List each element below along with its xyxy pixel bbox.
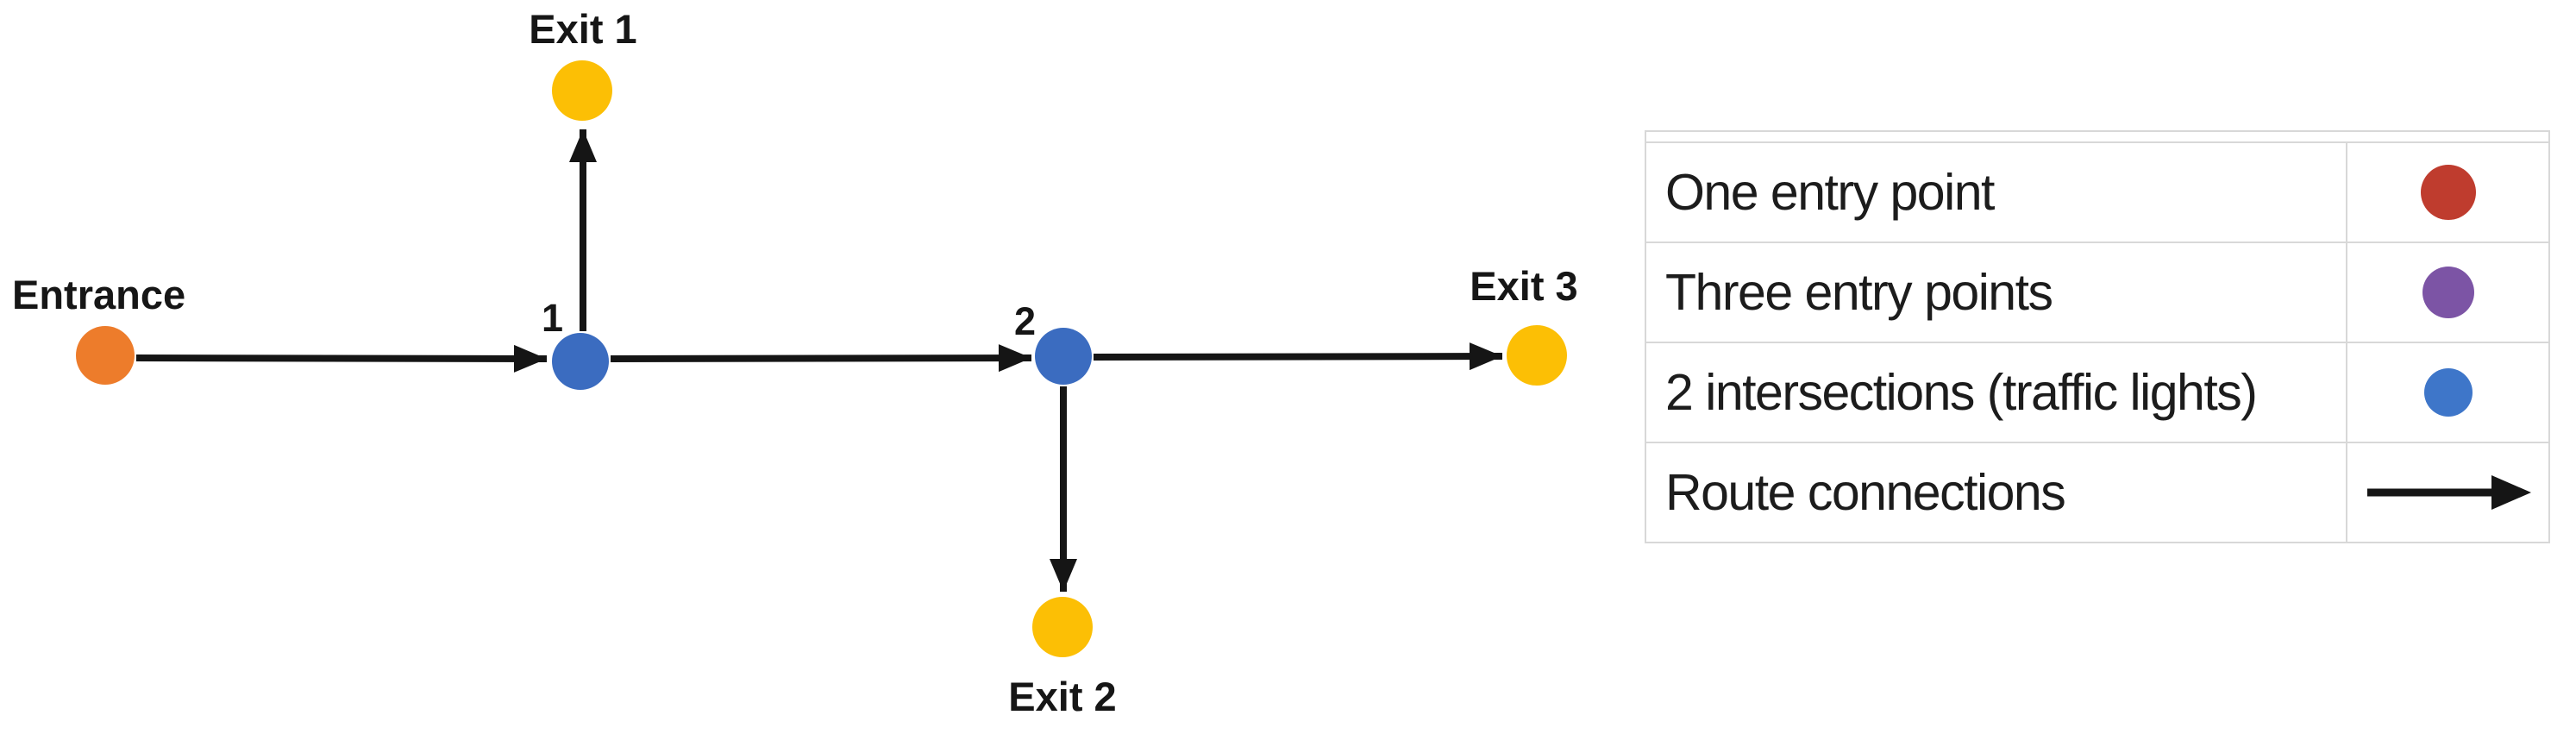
- exit-2-label: Exit 2: [1008, 674, 1117, 719]
- intersections-dot-icon: [2423, 368, 2473, 417]
- legend-table: One entry point Three entry points 2 int…: [1645, 130, 2550, 543]
- route-connection-arrow-icon: [2366, 475, 2531, 510]
- legend-row-intersections: 2 intersections (traffic lights): [1646, 343, 2548, 443]
- edge-intersection-2-to-exit-3: [1093, 342, 1503, 371]
- exit-3-node: [1507, 325, 1567, 386]
- legend-row-three-entry-points: Three entry points: [1646, 243, 2548, 343]
- exit-1-node: [552, 60, 612, 121]
- legend-partial-top-row: [1646, 132, 2548, 143]
- legend-label: One entry point: [1646, 143, 2347, 242]
- edge-entrance-to-intersection-1: [135, 344, 548, 373]
- legend-label: 2 intersections (traffic lights): [1646, 343, 2347, 442]
- edge-intersection-1-to-intersection-2: [610, 344, 1032, 373]
- legend-row-one-entry-point: One entry point: [1646, 143, 2548, 243]
- one-entry-point-dot-icon: [2420, 165, 2476, 220]
- intersection-1-label: 1: [542, 296, 564, 340]
- entrance-label: Entrance: [12, 272, 186, 317]
- exit-3-label: Exit 3: [1470, 263, 1578, 309]
- exit-1-label: Exit 1: [529, 6, 637, 52]
- intersection-2-label: 2: [1014, 299, 1037, 343]
- legend-label: Route connections: [1646, 443, 2347, 542]
- exit-2-node: [1032, 597, 1093, 657]
- three-entry-points-dot-icon: [2422, 267, 2474, 318]
- intersection-2-node: [1035, 328, 1092, 385]
- legend-row-route-connections: Route connections: [1646, 443, 2548, 542]
- legend-label: Three entry points: [1646, 243, 2347, 342]
- entrance-node: [76, 326, 135, 385]
- intersection-1-node: [552, 333, 609, 390]
